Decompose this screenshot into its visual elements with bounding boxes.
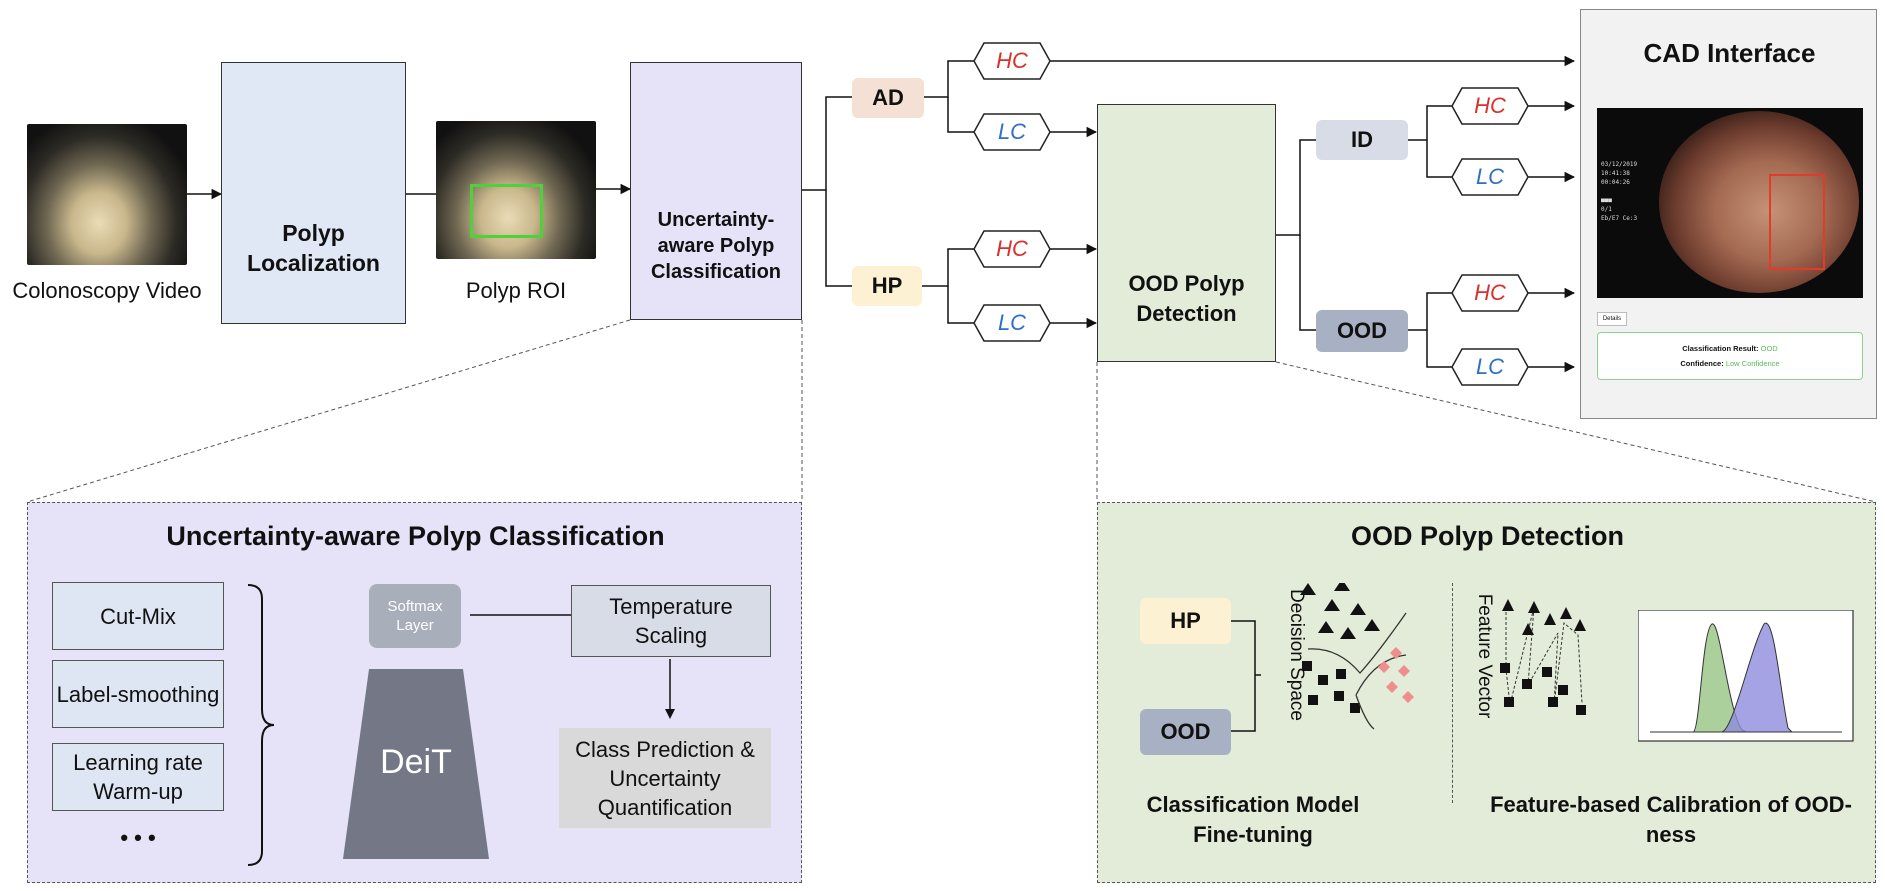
classification-label: Uncertainty-aware Polyp Classification [650,209,782,283]
cad-detection-box [1769,174,1825,270]
feature-vector-scatter [1500,599,1586,715]
polyp-localization-label: Polyp Localization [247,220,380,276]
cad-interface-window: CAD Interface 03/12/2019 10:41:38 00:04:… [1580,9,1877,419]
hc-label: HC [1474,93,1506,118]
arrow-icon [665,659,675,719]
panel-title: Uncertainty-aware Polyp Classification [166,521,665,551]
lc-label: LC [997,310,1027,335]
panel-divider [1452,583,1453,803]
hc-label: HC [996,236,1028,261]
class-pill-id: ID [1316,120,1408,160]
ood-distribution-plot [1638,610,1854,742]
cad-endoscopy-image [1659,111,1859,293]
cad-video-panel: 03/12/2019 10:41:38 00:04:26 ■■■ 0/1 Eb/… [1597,108,1863,298]
fine-tuning-caption: Classification Model Fine-tuning [1146,792,1360,847]
panel-title: OOD Polyp Detection [1350,521,1625,551]
cad-result-label: Classification Result: [1682,344,1759,353]
hc-label: HC [1474,280,1506,305]
feature-vector-label: Feature Vector [1474,593,1495,719]
lc-label: LC [997,119,1027,144]
technique-label-smoothing: Label-smoothing [52,660,224,728]
class-pill-hp: HP [852,266,922,306]
technique-lr-warmup: Learning rate Warm-up [52,743,224,811]
calibration-caption: Feature-based Calibration of OOD-ness [1490,792,1852,847]
classification-box: Uncertainty-aware Polyp Classification [630,62,802,320]
lc-label: LC [1475,354,1505,379]
class-pill-ood: OOD [1316,310,1408,352]
deit-trapezoid [343,669,489,859]
deit-label: DeiT [380,743,452,781]
polyp-localization-box: Polyp Localization [221,62,406,324]
bracket-connector [1231,620,1261,732]
colonoscopy-video-frame [27,124,187,265]
cad-overlay-text: 03/12/2019 10:41:38 00:04:26 ■■■ 0/1 Eb/… [1601,161,1638,222]
hc-label: HC [996,48,1028,73]
polyp-roi-frame [436,121,596,259]
prediction-box: Class Prediction & Uncertainty Quantific… [559,728,771,828]
brace-icon [247,584,275,866]
hp-pill: HP [1140,598,1231,644]
cad-confidence-value: Low Confidence [1725,359,1780,368]
decision-space-scatter [1300,583,1414,730]
ood-detection-label: OOD Polyp Detection [1128,271,1245,326]
cad-result-panel: Classification Result: OOD Confidence: L… [1597,332,1863,380]
classification-detail-panel: Uncertainty-aware Polyp Classification C… [27,502,802,883]
lc-label: LC [1475,164,1505,189]
class-pill-ad: AD [852,78,924,118]
cad-result-value: OOD [1760,344,1778,353]
ood-detection-box: OOD Polyp Detection [1097,104,1276,362]
ellipsis: • • • [120,825,156,850]
technique-cutmix: Cut-Mix [52,582,224,650]
cad-confidence-label: Confidence: [1680,359,1724,368]
ood-pill: OOD [1140,709,1231,755]
video-caption: Colonoscopy Video [12,278,202,303]
softmax-layer: Softmax Layer [369,584,461,648]
temperature-scaling-box: Temperature Scaling [571,585,771,657]
roi-bounding-box [470,184,543,238]
ood-detail-panel: OOD Polyp Detection HP OOD Decision Spac… [1097,502,1876,883]
roi-caption: Polyp ROI [465,278,567,303]
cad-title: CAD Interface [1643,38,1816,68]
cad-details-button[interactable]: Details [1597,312,1627,326]
